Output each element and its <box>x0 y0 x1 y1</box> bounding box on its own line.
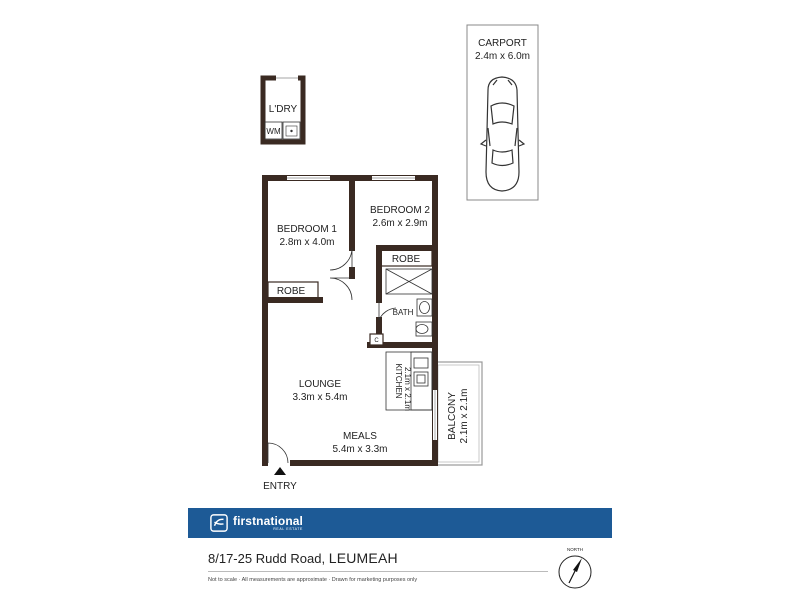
address-suburb: LEUMEAH <box>328 550 398 566</box>
doors <box>267 247 397 464</box>
robe-bedroom1: ROBE <box>277 286 306 297</box>
balcony-name: BALCONY <box>447 392 458 440</box>
kitchen-bench <box>385 351 433 411</box>
balcony-size: 2.1m x 2.1m <box>459 388 470 443</box>
entry-label: ENTRY <box>263 481 297 492</box>
kitchen-name: KITCHEN <box>394 363 403 398</box>
windows <box>268 176 437 467</box>
kitchen-size: 2.1m x 2.1m <box>403 367 412 411</box>
address-divider <box>208 571 548 572</box>
carport-outline <box>466 24 539 201</box>
lounge-name: LOUNGE <box>299 379 342 390</box>
north-arrow-icon: NORTH <box>558 547 592 589</box>
carport: CARPORT 2.4m x 6.0m <box>466 24 539 201</box>
bath-name: BATH <box>393 308 414 317</box>
laundry-tub <box>282 121 301 140</box>
bedroom2-size: 2.6m x 2.9m <box>372 218 427 229</box>
cupboard <box>369 333 384 346</box>
brand-logo: firstnational REAL ESTATE <box>210 513 303 533</box>
sink <box>413 371 429 387</box>
shower <box>385 268 433 295</box>
bedroom2-name: BEDROOM 2 <box>370 205 430 216</box>
bath-fixtures <box>385 268 433 337</box>
robe-bedroom2: ROBE <box>392 254 421 265</box>
carport-name: CARPORT <box>478 38 527 49</box>
bedroom1-name: BEDROOM 1 <box>277 224 337 235</box>
lounge-size: 3.3m x 5.4m <box>292 392 347 403</box>
robes <box>267 249 433 299</box>
disclaimer: Not to scale · All measurements are appr… <box>208 577 418 583</box>
washing-machine-label: WM <box>266 127 281 136</box>
washing-machine <box>264 121 283 140</box>
bedroom1-size: 2.8m x 4.0m <box>279 237 334 248</box>
brand-name: firstnational <box>233 513 303 528</box>
toilet <box>415 321 433 337</box>
address-street: 8/17-25 Rudd Road, <box>208 551 326 566</box>
basin <box>416 298 433 317</box>
carport-size: 2.4m x 6.0m <box>475 51 530 62</box>
laundry: L'DRY WM <box>260 75 306 145</box>
property-address: 8/17-25 Rudd Road, LEUMEAH <box>208 550 398 566</box>
brand-banner <box>188 508 612 538</box>
entry-arrow-icon <box>274 467 286 475</box>
logo-icon <box>210 514 228 532</box>
meals-size: 5.4m x 3.3m <box>332 444 387 455</box>
car-icon <box>479 76 526 192</box>
laundry-name: L'DRY <box>269 104 298 115</box>
balcony <box>434 361 483 466</box>
compass-label: NORTH <box>567 547 583 552</box>
meals-name: MEALS <box>343 431 377 442</box>
cooktop <box>413 357 429 369</box>
cupboard-label: C <box>374 338 379 344</box>
brand-tagline: REAL ESTATE <box>273 526 303 531</box>
